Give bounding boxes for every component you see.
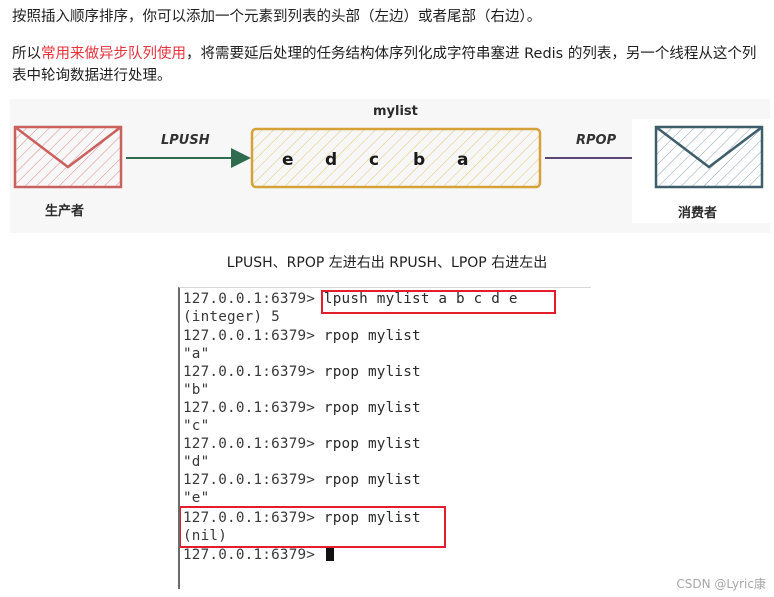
- usage-text-before: 所以: [12, 46, 41, 62]
- terminal-prompt: 127.0.0.1:6379>: [183, 472, 316, 488]
- terminal-output: "a": [183, 346, 210, 362]
- usage-text-after: ，将需要延后处理的任务结构体序列化成字符串塞进 Redis 的列表，另一个线程从…: [12, 46, 757, 84]
- terminal-prompt: 127.0.0.1:6379>: [183, 436, 316, 452]
- terminal-command: rpop mylist: [315, 364, 421, 380]
- terminal-command: lpush mylist a b c d e: [315, 291, 518, 307]
- diagram-shapes: [13, 119, 770, 223]
- intro-paragraph: 按照插入顺序排序，你可以添加一个元素到列表的头部（左边）或者尾部（右边）。: [12, 9, 542, 25]
- terminal-command: rpop mylist: [315, 510, 421, 526]
- terminal-command: rpop mylist: [315, 436, 421, 452]
- terminal-output: (nil): [183, 528, 228, 544]
- highlight-box-nil: [180, 506, 446, 548]
- terminal-line: "c": [183, 418, 209, 434]
- terminal-output: "c": [183, 418, 210, 434]
- figure-caption: LPUSH、RPOP 左进右出 RPUSH、LPOP 右进左出: [226, 255, 548, 271]
- terminal-line: "b": [183, 382, 209, 398]
- terminal-line: "a": [183, 346, 209, 362]
- terminal-line: (nil): [183, 528, 227, 544]
- highlight-box-lpush: [321, 290, 556, 314]
- terminal-prompt: 127.0.0.1:6379>: [183, 328, 316, 344]
- list-element: b: [413, 150, 426, 170]
- terminal-command: rpop mylist: [315, 400, 421, 416]
- watermark: CSDN @Lyric康: [676, 577, 766, 591]
- terminal-line: 127.0.0.1:6379> rpop mylist: [183, 328, 421, 344]
- usage-highlight: 常用来做异步队列使用: [41, 46, 186, 62]
- list-element: c: [369, 150, 380, 170]
- rpop-label: RPOP: [576, 133, 617, 148]
- terminal-line: 127.0.0.1:6379> rpop mylist: [183, 510, 421, 526]
- terminal-line: (integer) 5: [183, 309, 280, 325]
- terminal-line[interactable]: 127.0.0.1:6379>: [183, 546, 334, 563]
- terminal-command: rpop mylist: [315, 328, 421, 344]
- terminal-line: 127.0.0.1:6379> rpop mylist: [183, 364, 421, 380]
- list-element: e: [282, 150, 294, 170]
- terminal-prompt: 127.0.0.1:6379>: [183, 400, 316, 416]
- terminal-prompt: 127.0.0.1:6379>: [183, 547, 316, 563]
- terminal-prompt: 127.0.0.1:6379>: [183, 364, 316, 380]
- lpush-label: LPUSH: [161, 133, 210, 148]
- producer-label: 生产者: [45, 204, 85, 219]
- producer-envelope-icon: [13, 125, 123, 189]
- terminal-line: 127.0.0.1:6379> rpop mylist: [183, 400, 421, 416]
- redis-cli-terminal[interactable]: 127.0.0.1:6379> lpush mylist a b c d e (…: [178, 287, 591, 589]
- terminal-output: (integer) 5: [183, 309, 280, 325]
- terminal-command: rpop mylist: [315, 472, 421, 488]
- terminal-line: 127.0.0.1:6379> rpop mylist: [183, 436, 421, 452]
- list-element: d: [325, 150, 338, 170]
- consumer-envelope-icon: [654, 125, 764, 189]
- list-box: [250, 127, 542, 189]
- list-label: mylist: [373, 104, 418, 119]
- usage-paragraph: 所以常用来做异步队列使用，将需要延后处理的任务结构体序列化成字符串塞进 Redi…: [12, 43, 762, 87]
- terminal-output: "b": [183, 382, 210, 398]
- list-element: a: [457, 150, 469, 170]
- terminal-line: 127.0.0.1:6379> rpop mylist: [183, 472, 421, 488]
- cursor-block: [325, 546, 334, 561]
- terminal-line: "d": [183, 454, 209, 470]
- terminal-line: "e": [183, 490, 209, 506]
- terminal-output: "e": [183, 490, 210, 506]
- terminal-output: "d": [183, 454, 210, 470]
- terminal-prompt: 127.0.0.1:6379>: [183, 510, 316, 526]
- queue-diagram: mylist LPUSH RPOP 生产者 消费者 e d c b a: [10, 99, 770, 233]
- terminal-prompt: 127.0.0.1:6379>: [183, 291, 316, 307]
- consumer-label: 消费者: [678, 206, 718, 221]
- terminal-line: 127.0.0.1:6379> lpush mylist a b c d e: [183, 291, 518, 307]
- terminal-input[interactable]: [315, 547, 324, 563]
